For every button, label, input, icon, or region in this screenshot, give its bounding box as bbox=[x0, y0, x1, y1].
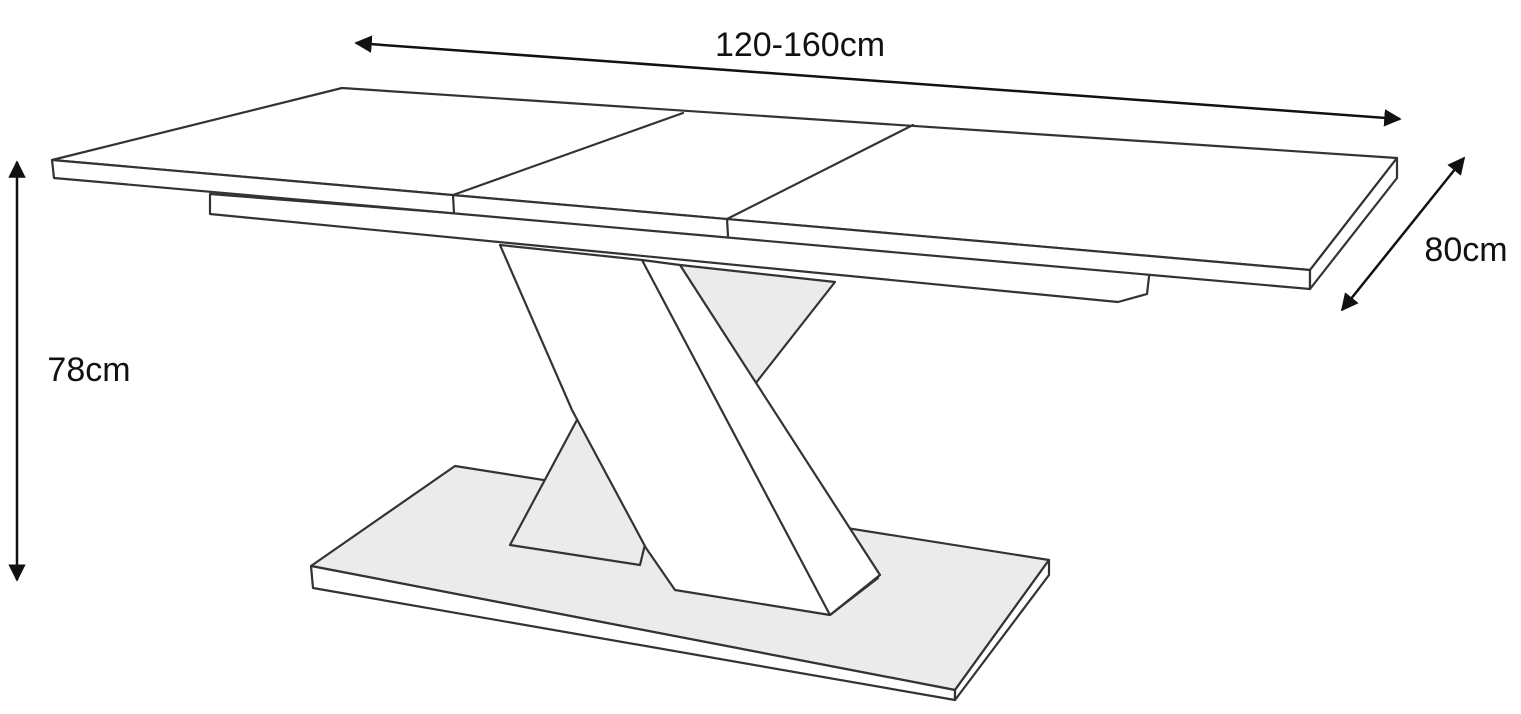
dimension-arrows bbox=[8, 35, 1466, 582]
extension-leaf-seam-left-edge bbox=[451, 193, 456, 215]
table-drawing bbox=[50, 86, 1399, 702]
length-arrow bbox=[354, 35, 1402, 127]
extension-leaf-seam-right-edge bbox=[725, 217, 730, 238]
extension-leaf-seam-left bbox=[451, 111, 685, 197]
table-pedestal bbox=[498, 243, 882, 617]
height-label: 78cm bbox=[47, 351, 130, 389]
base-side-edge bbox=[953, 558, 1051, 702]
depth-label: 80cm bbox=[1424, 231, 1507, 269]
extension-leaf-seam-right bbox=[725, 123, 915, 221]
length-label: 120-160cm bbox=[715, 26, 885, 64]
depth-arrow bbox=[1340, 156, 1466, 312]
pedestal-front-leg bbox=[640, 258, 882, 617]
